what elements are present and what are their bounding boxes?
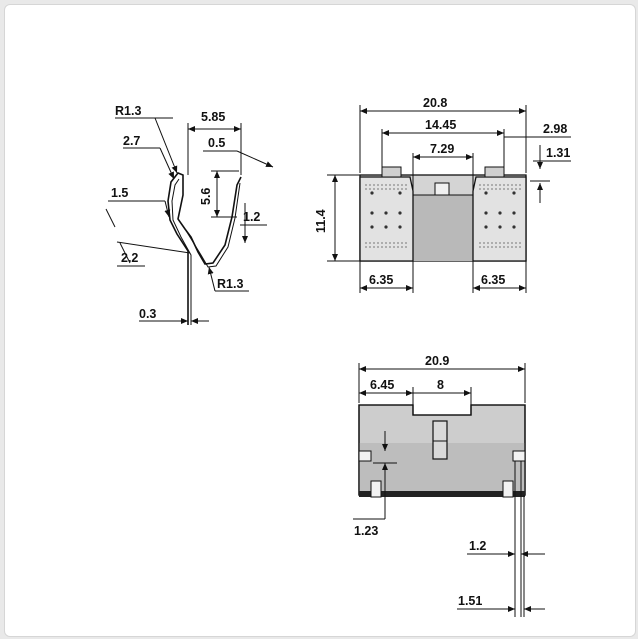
clip-profile-inner xyxy=(171,178,241,325)
front-view: 20.8 14.45 7.29 2.98 1.31 11.4 6.35 6.35 xyxy=(314,96,571,293)
dim-20-8: 20.8 xyxy=(423,96,447,110)
dim-0-5: 0.5 xyxy=(208,136,225,150)
dim-8: 8 xyxy=(437,378,444,392)
dim-5-85: 5.85 xyxy=(201,110,225,124)
dim-2-98: 2.98 xyxy=(543,122,567,136)
dim-6-35-left: 6.35 xyxy=(369,273,393,287)
dim-r1-3-bottom: R1.3 xyxy=(217,277,243,291)
dim-20-9: 20.9 xyxy=(425,354,449,368)
drawing-sheet: R1.3 5.85 2.7 0.5 5.6 1.5 1.2 2.2 R1.3 0… xyxy=(4,4,636,637)
dim-0-3: 0.3 xyxy=(139,307,156,321)
dim-1-2-side: 1.2 xyxy=(243,210,260,224)
front-center-slot xyxy=(434,182,450,196)
dim-r1-3-top: R1.3 xyxy=(115,104,141,118)
bottom-base-edge xyxy=(359,491,525,497)
dim-1-31: 1.31 xyxy=(546,146,570,160)
dim-1-51: 1.51 xyxy=(458,594,482,608)
dim-1-5: 1.5 xyxy=(111,186,128,200)
technical-drawing: R1.3 5.85 2.7 0.5 5.6 1.5 1.2 2.2 R1.3 0… xyxy=(105,96,571,617)
dim-6-45: 6.45 xyxy=(370,378,394,392)
bottom-center-slot xyxy=(432,420,448,460)
dim-14-45: 14.45 xyxy=(425,118,456,132)
bottom-left-notch xyxy=(358,450,372,462)
front-left-contact xyxy=(359,176,414,262)
front-right-contact xyxy=(472,176,527,262)
side-view: R1.3 5.85 2.7 0.5 5.6 1.5 1.2 2.2 R1.3 0… xyxy=(105,104,274,325)
bottom-view: 20.9 6.45 8 1.23 1.2 1.51 xyxy=(353,354,545,617)
dim-1-23: 1.23 xyxy=(354,524,378,538)
dim-1-2-bottom: 1.2 xyxy=(469,539,486,553)
dim-5-6: 5.6 xyxy=(199,188,213,205)
bottom-right-notch xyxy=(512,450,526,462)
dim-6-35-right: 6.35 xyxy=(481,273,505,287)
front-center-panel xyxy=(413,195,473,261)
front-right-tab xyxy=(484,166,505,178)
clip-profile xyxy=(167,172,242,325)
dim-7-29: 7.29 xyxy=(430,142,454,156)
front-left-tab xyxy=(381,166,402,178)
dim-2-2: 2.2 xyxy=(121,251,138,265)
dim-2-7: 2.7 xyxy=(123,134,140,148)
dim-11-4: 11.4 xyxy=(314,209,328,233)
